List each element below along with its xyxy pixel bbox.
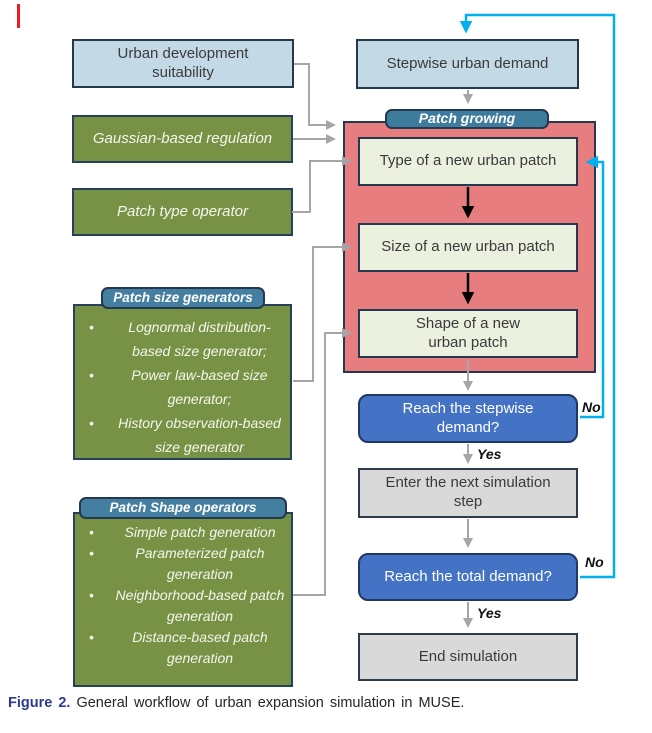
- node-label: End simulation: [418, 647, 518, 665]
- branch-label-yes-stepwise: Yes: [477, 446, 502, 462]
- list-item: Power law-based size generator;: [75, 363, 290, 411]
- figure-caption-label: Figure 2.: [8, 695, 71, 711]
- list-item: Neighborhood-based patch generation: [75, 585, 291, 627]
- branch-label-no-total: No: [585, 554, 604, 570]
- branch-label-no-stepwise: No: [582, 399, 601, 415]
- node-label: Gaussian-based regulation: [92, 129, 273, 147]
- bullet-list: Lognormal distribution-based size genera…: [75, 315, 290, 459]
- node-type-of-new-urban-patch: Type of a new urban patch: [358, 137, 578, 186]
- branch-label-yes-total: Yes: [477, 605, 502, 621]
- node-label: Type of a new urban patch: [379, 152, 557, 170]
- node-label: Shape of a new urban patch: [415, 314, 521, 351]
- node-enter-next-simulation-step: Enter the next simulation step: [358, 468, 578, 518]
- arrow-urban-dev-to-container: [294, 63, 336, 130]
- figure-caption-text: General workflow of urban expansion simu…: [76, 695, 465, 711]
- node-end-simulation: End simulation: [358, 633, 578, 681]
- node-shape-of-new-urban-patch: Shape of a new urban patch: [358, 309, 578, 358]
- node-urban-development-suitability: Urban development suitability: [72, 39, 294, 88]
- header-label: Patch growing: [418, 110, 516, 127]
- arrow-patch-type-to-type-box: [292, 156, 352, 213]
- node-label: Reach the stepwise demand?: [402, 399, 534, 436]
- node-label: Patch type operator: [117, 202, 248, 220]
- node-gaussian-based-regulation: Gaussian-based regulation: [72, 115, 293, 163]
- node-label: Urban development suitability: [117, 44, 249, 81]
- header-patch-growing: Patch growing: [385, 109, 549, 129]
- list-item: Simple patch generation: [75, 522, 291, 543]
- list-item: Distance-based patch generation: [75, 627, 291, 669]
- node-label: Enter the next simulation step: [385, 474, 551, 510]
- node-label: Reach the total demand?: [384, 567, 552, 585]
- node-patch-type-operator: Patch type operator: [72, 188, 293, 236]
- node-stepwise-urban-demand: Stepwise urban demand: [356, 39, 579, 89]
- node-reach-total-demand: Reach the total demand?: [358, 553, 578, 601]
- red-annotation-mark: [17, 4, 20, 28]
- figure-caption: Figure 2. General workflow of urban expan…: [8, 695, 618, 711]
- node-patch-size-generators-list: Lognormal distribution-based size genera…: [73, 304, 292, 460]
- node-label: Stepwise urban demand: [386, 54, 549, 72]
- arrow-shape-operators-to-shape-box: [293, 328, 352, 596]
- list-item: History observation-based size generator: [75, 411, 290, 459]
- header-label: Patch Shape operators: [109, 499, 257, 515]
- header-patch-shape-operators: Patch Shape operators: [79, 497, 287, 519]
- list-item: Lognormal distribution-based size genera…: [75, 315, 290, 363]
- node-label: Size of a new urban patch: [381, 238, 555, 256]
- arrow-size-generators-to-size-box: [293, 242, 352, 382]
- header-patch-size-generators: Patch size generators: [101, 287, 265, 309]
- header-label: Patch size generators: [113, 289, 253, 305]
- bullet-list: Simple patch generation Parameterized pa…: [75, 522, 291, 669]
- node-size-of-new-urban-patch: Size of a new urban patch: [358, 223, 578, 272]
- list-item: Parameterized patch generation: [75, 543, 291, 585]
- node-reach-stepwise-demand: Reach the stepwise demand?: [358, 394, 578, 443]
- node-patch-shape-operators-list: Simple patch generation Parameterized pa…: [73, 512, 293, 687]
